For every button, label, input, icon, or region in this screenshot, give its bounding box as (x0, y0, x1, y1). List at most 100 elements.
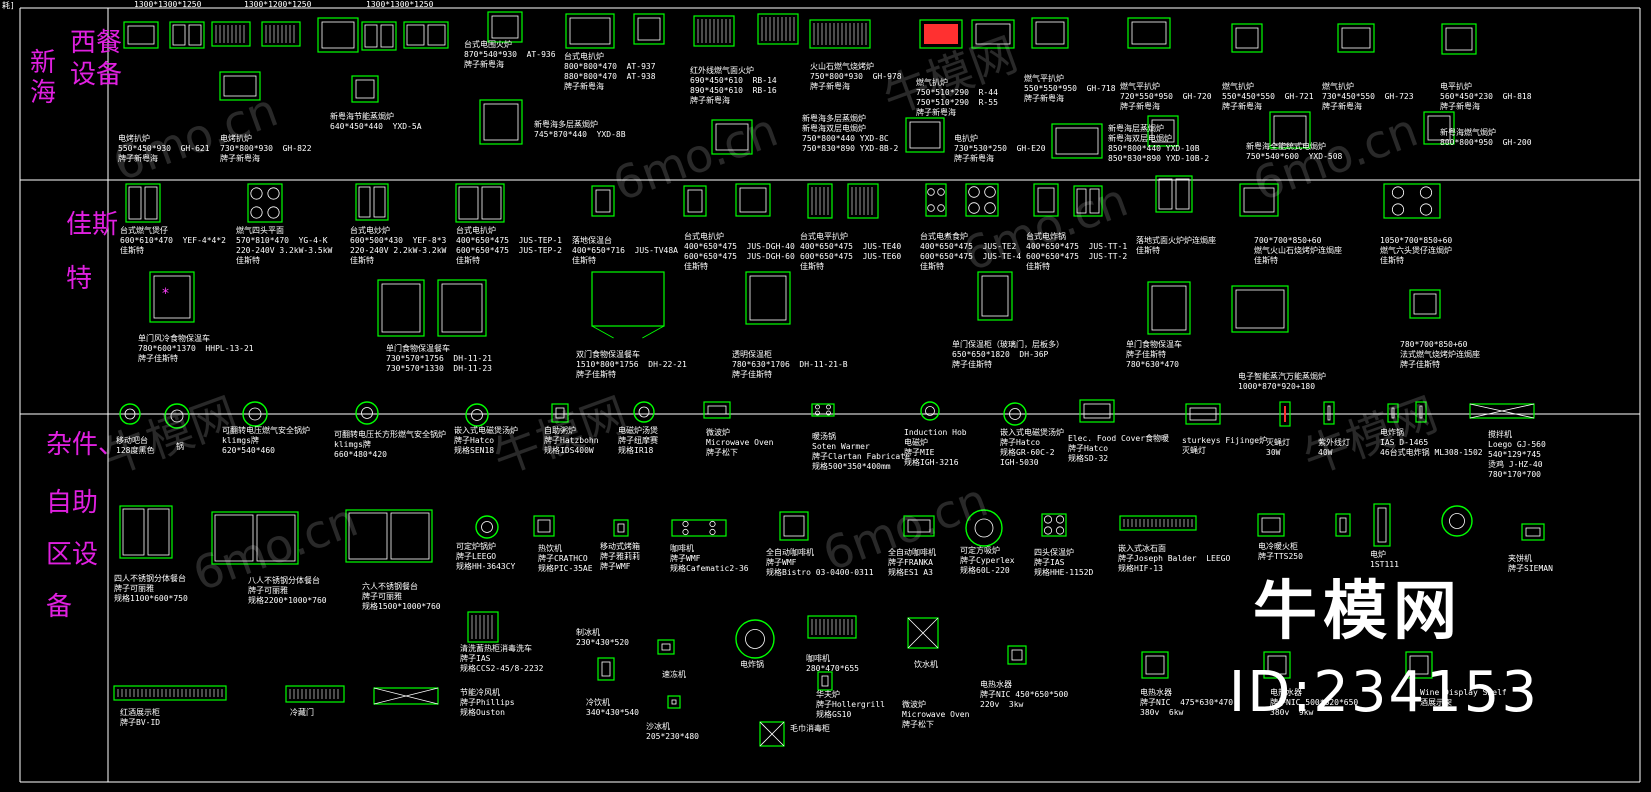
equipment-symbol (113, 685, 227, 701)
equipment-symbol (351, 75, 379, 103)
row3-equipment-label: 咖啡机 280*470*655 (806, 654, 859, 673)
row3-equipment-label: 清洗蓄热柜消毒洗车 牌子IAS 规格CCS2-45/8-2232 (460, 644, 544, 673)
equipment-symbol (591, 271, 665, 339)
row3-equipment-label: 节能冷风机 牌子Phillips 规格Ouston (460, 688, 515, 717)
row1-equipment-label: 燃气扒炉 550*450*550 GH-721 牌子新粤海 (1222, 82, 1314, 111)
section-title-misc-b: 自助 (46, 488, 99, 518)
equipment-symbol (977, 271, 1013, 321)
row3-equipment-label: sturkeys Fijinge炉 灭蝇灯 (1182, 436, 1268, 455)
row2-equipment-label: 单门保温柜（玻璃门，层板多） 650*650*1820 DH-36P 牌子佳斯特 (952, 340, 1064, 369)
section-title-xinyuehai-c: 新海 (30, 48, 57, 108)
row3-equipment-label: 饮水机 (914, 660, 938, 669)
equipment-symbol (847, 183, 879, 219)
row3-equipment-label: 六人不锈钢餐台 牌子可丽雅 规格1500*1000*760 (362, 582, 441, 611)
equipment-symbol (907, 617, 939, 649)
row3-equipment-label: 沙冰机 205*230*480 (646, 722, 699, 741)
row3-equipment-label: 暖汤锅 Soten Warmer 牌子Clartan Fabricate 规格5… (812, 432, 910, 471)
equipment-symbol (919, 19, 963, 49)
equipment-symbol (745, 271, 791, 325)
section-title-xinyuehai-a: 西餐 (70, 28, 123, 58)
equipment-symbol (657, 639, 675, 655)
row3-equipment-label: 移动吧台 128度黑色 (116, 436, 155, 455)
row3-equipment-label: 电炸锅 (740, 660, 764, 669)
row1-equipment-label: 新粤海全能统式电焗炉 750*540*600 YXD-508 (1246, 142, 1343, 161)
equipment-symbol (1031, 17, 1069, 49)
row3-equipment-label: 毛巾消毒柜 (790, 724, 830, 733)
equipment-symbol (759, 721, 785, 747)
section-title-misc-c: 区设 (46, 540, 99, 570)
row2-equipment-label: 1050*700*850+60 燃气六头煲仔连焗炉 佳斯特 (1380, 236, 1453, 265)
model-id: ID:234153 (1228, 660, 1539, 725)
equipment-symbol (965, 183, 999, 217)
section-title-jiasite-b: 特 (66, 264, 93, 294)
row2-equipment-label: 780*700*850+60 法式燃气烧烤炉连焗座 牌子佳斯特 (1400, 340, 1480, 369)
equipment-symbol (467, 611, 499, 643)
equipment-symbol (261, 21, 301, 47)
equipment-symbol (1469, 403, 1535, 419)
row2-equipment-label: 落地保温台 400*650*716 JUS-TV48A 佳斯特 (572, 236, 678, 265)
row3-equipment-label: 嵌入式冰石面 牌子Joseph Balder LEEGO 规格HIF-13 (1118, 544, 1231, 573)
equipment-symbol (1231, 23, 1263, 53)
row3-equipment-label: 电磁炉汤煲 牌子纽摩赛 规格IR18 (618, 426, 658, 455)
row1-equipment-label: 燃气扒炉 730*450*550 GH-723 牌子新粤海 (1322, 82, 1414, 111)
equipment-symbol (1373, 503, 1391, 547)
row2-equipment-label: 台式电炒炉 600*500*430 YEF-8*3 220-240V 2.2kW… (350, 226, 447, 265)
equipment-symbol (242, 401, 268, 427)
equipment-symbol (591, 185, 615, 217)
brand-logo: 牛模网 (1253, 575, 1463, 649)
row1-equipment-label: 电平扒炉 560*450*230 GH-818 牌子新粤海 (1440, 82, 1532, 111)
equipment-symbol (1441, 505, 1473, 537)
equipment-symbol (735, 183, 771, 217)
equipment-symbol (149, 271, 195, 323)
equipment-symbol (1387, 403, 1399, 423)
row3-equipment-label: 电热水器 牌子NIC 450*650*500 220v 3kw (980, 680, 1069, 709)
equipment-symbol (807, 615, 857, 639)
equipment-symbol (125, 183, 161, 223)
equipment-symbol (1257, 513, 1285, 537)
row1-equipment-label: 火山石燃气烧烤炉 750*800*930 GH-978 牌子新粤海 (810, 62, 902, 91)
equipment-symbol (807, 183, 833, 219)
equipment-symbol (119, 505, 173, 559)
row3-equipment-label: Elec. Food Cover食物暖 牌子Hatco 规格SD-32 (1068, 434, 1170, 463)
equipment-symbol (1231, 285, 1289, 333)
equipment-symbol (1415, 401, 1427, 423)
row3-equipment-label: Induction Hob 电磁炉 牌子MIE 规格IGH-3216 (904, 428, 967, 467)
equipment-symbol (1141, 651, 1169, 679)
equipment-symbol (119, 403, 141, 425)
equipment-symbol (551, 403, 569, 423)
equipment-symbol (455, 183, 505, 223)
equipment-symbol (361, 21, 397, 51)
accent-mark: * (162, 286, 169, 302)
row3-equipment-label: 锅 (176, 442, 184, 451)
equipment-symbol (971, 19, 1015, 49)
equipment-symbol (169, 21, 205, 49)
equipment-symbol (1383, 183, 1441, 219)
equipment-symbol (809, 19, 871, 49)
equipment-symbol (1119, 515, 1197, 531)
equipment-symbol (1033, 183, 1059, 217)
row2-equipment-label: 台式电扒炉 400*650*475 JUS-DGH-40 600*650*475… (684, 232, 795, 271)
row3-equipment-label: 电炸锅 IAS D-1465 46台式电炸锅 ML308-1502 (1380, 428, 1483, 457)
row2-equipment-label: 电子智能蒸汽万能蒸焗炉 1000*870*920+180 (1238, 372, 1326, 391)
row1-equipment-label: 新粤海多层蒸焗炉 新粤海双层电焗炉 750*800*440 YXD-8C 750… (802, 114, 899, 153)
equipment-symbol (671, 519, 727, 537)
equipment-symbol (817, 671, 833, 691)
equipment-symbol (1263, 651, 1291, 679)
equipment-symbol (285, 685, 345, 703)
equipment-symbol (920, 401, 940, 421)
row1-equipment-label: 新粤海层蒸焗炉 新粤海双层电焗炉 850*800*440 YXD-10B 850… (1108, 124, 1210, 163)
row3-equipment-label: 嵌入式电磁煲汤炉 牌子Hatco 规格SEN18 (454, 426, 518, 455)
section-title-misc-a: 杂件、 (46, 430, 125, 460)
row1-equipment-label: 新粤海燃气焗炉 800*800*950 GH-200 (1440, 128, 1532, 147)
equipment-symbol (475, 515, 499, 539)
header-dim-3: 1300*1300*1250 (366, 0, 434, 9)
row2-equipment-label: 台式电平扒炉 400*650*475 JUS-TE40 600*650*475 … (800, 232, 902, 271)
row2-equipment-label: 单门食物保温餐车 730*570*1756 DH-11-21 730*570*1… (386, 344, 492, 373)
equipment-symbol (633, 401, 655, 423)
row3-equipment-label: 四头保温炉 牌子IAS 规格HHE-1152D (1034, 548, 1094, 577)
row2-equipment-label: 单门食物保温车 牌子佳斯特 780*630*470 (1126, 340, 1182, 369)
row3-equipment-label: 电冷暖火柜 牌子TTS250 (1258, 542, 1303, 561)
equipment-symbol (1155, 175, 1193, 213)
row3-equipment-label: 全自动咖啡机 牌子FRANKA 规格ES1 A3 (888, 548, 936, 577)
row1-equipment-label: 电烤扒炉 550*450*930 GH-621 牌子新粤海 (118, 134, 210, 163)
